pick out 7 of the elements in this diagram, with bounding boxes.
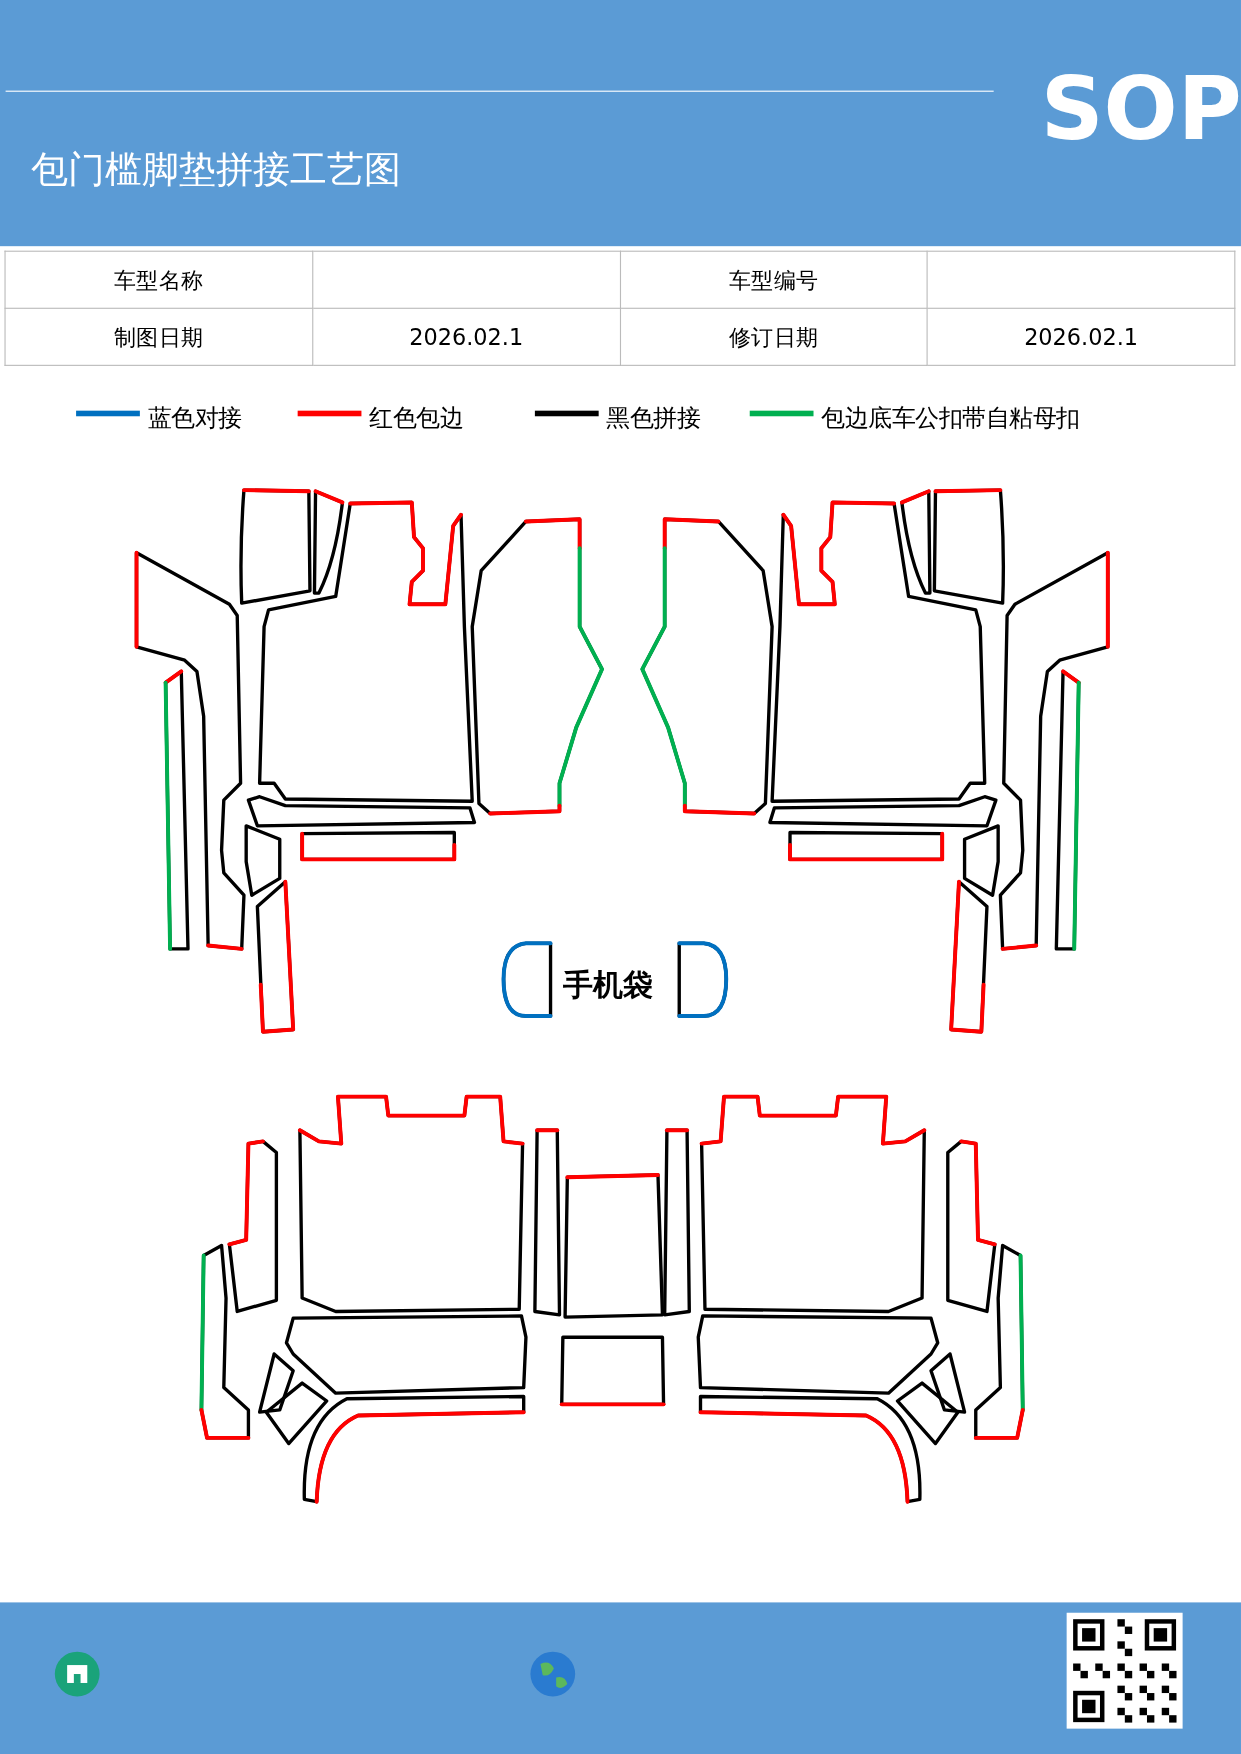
document-type-label: SOP (1040, 64, 1241, 153)
legend-label: 黑色拼接 (606, 404, 701, 434)
pocket-label: 手机袋 (562, 965, 654, 1004)
legend-label: 红色包边 (369, 404, 464, 434)
legend-label: 包边底车公扣带自粘母扣 (821, 404, 1080, 434)
legend-label: 蓝色对接 (147, 404, 242, 434)
page-title: 包门槛脚垫拼接工艺图 (31, 146, 401, 194)
